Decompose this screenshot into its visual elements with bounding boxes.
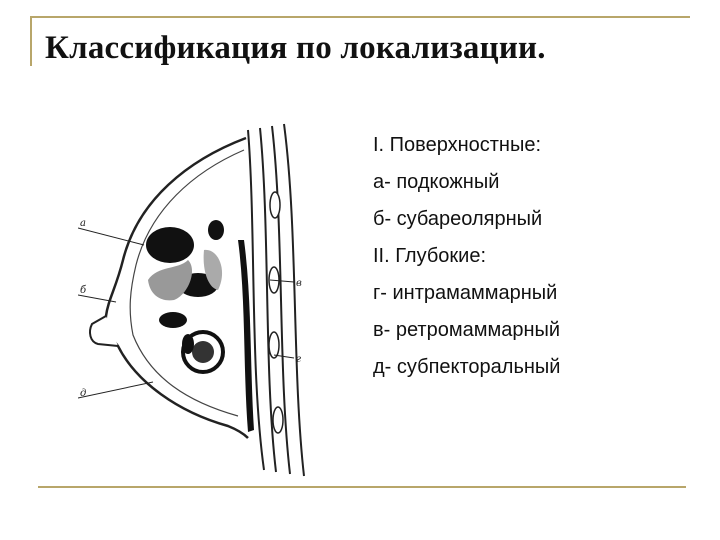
frame-bottom-line	[38, 486, 686, 488]
list-item: в- ретромаммарный	[373, 319, 561, 341]
breast-section-illustration: а б д в г	[78, 123, 305, 477]
frame-top-line	[30, 16, 690, 18]
slide-title: Классификация по локализации.	[45, 30, 546, 66]
illustration-label: б	[80, 285, 87, 296]
illustration-label: в	[296, 278, 302, 289]
frame-left-line	[30, 16, 32, 66]
illustration-label: д	[80, 388, 86, 399]
illustration-label: а	[80, 218, 86, 229]
list-item: д- субпекторальный	[373, 356, 561, 378]
list-item: I. Поверхностные:	[373, 134, 542, 156]
list-item: г- интрамаммарный	[373, 282, 558, 304]
list-item: II. Глубокие:	[373, 245, 487, 267]
list-item: б- субареолярный	[373, 208, 543, 230]
illustration-label: г	[296, 354, 301, 365]
classification-list: I. Поверхностные: а- подкожный б- субаре…	[373, 132, 560, 391]
list-item: а- подкожный	[373, 171, 500, 193]
